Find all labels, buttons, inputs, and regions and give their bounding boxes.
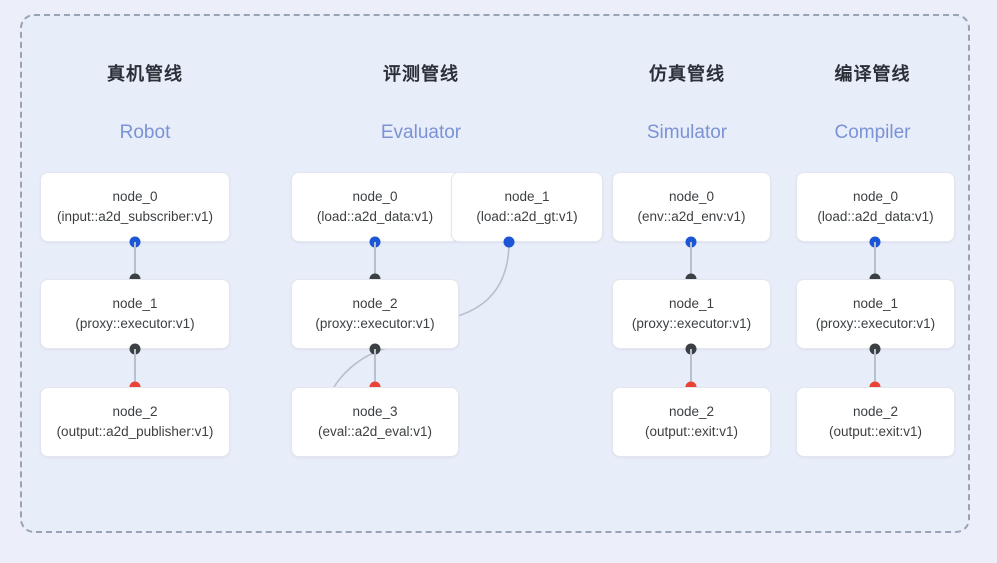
column-subtitle-evaluator-en: Evaluator [380,122,462,143]
node-name: node_0 [352,189,398,204]
node-box[interactable]: node_1 (load::a2d_gt:v1) [451,172,603,242]
node-name: node_0 [112,189,158,204]
node-box[interactable]: node_1 (proxy::executor:v1) [796,279,955,349]
node-name: node_0 [852,189,899,204]
link-line [874,349,876,387]
node-box[interactable]: node_0 (load::a2d_data:v1) [291,172,459,242]
node-spec: (env::a2d_env:v1) [637,209,746,224]
node-name: node_1 [504,189,550,204]
node-spec: (proxy::executor:v1) [815,316,936,331]
pipeline-column-compiler: 编译管线 Compiler node_0 (load::a2d_data:v1)… [775,14,970,533]
node-name: node_2 [852,404,899,419]
link-line [134,242,136,279]
node-spec: (output::exit:v1) [644,424,739,439]
node-box[interactable]: node_1 (proxy::executor:v1) [40,279,230,349]
pipeline-column-evaluator: 评测管线 Evaluator node_0 (load::a2d_data:v1… [270,14,610,533]
node-spec: (proxy::executor:v1) [315,316,435,331]
node-box[interactable]: node_1 (proxy::executor:v1) [612,279,771,349]
node-box[interactable]: node_0 (input::a2d_subscriber:v1) [40,172,230,242]
node-box[interactable]: node_3 (eval::a2d_eval:v1) [291,387,459,457]
node-name: node_0 [668,189,715,204]
node-name: node_1 [112,296,158,311]
node-spec: (input::a2d_subscriber:v1) [56,209,214,224]
node-spec: (eval::a2d_eval:v1) [317,424,433,439]
node-box[interactable]: node_0 (env::a2d_env:v1) [612,172,771,242]
node-spec: (output::exit:v1) [828,424,923,439]
pipeline-columns: 真机管线 Robot node_0 (input::a2d_subscriber… [20,14,970,533]
pipeline-column-simulator: 仿真管线 Simulator node_0 (env::a2d_env:v1) … [592,14,782,533]
node-spec: (load::a2d_data:v1) [817,209,934,224]
node-name: node_2 [668,404,715,419]
node-spec: (load::a2d_data:v1) [316,209,434,224]
node-name: node_2 [112,404,158,419]
node-spec: (proxy::executor:v1) [75,316,195,331]
node-name: node_2 [352,296,398,311]
column-title-simulator-zh: 仿真管线 [649,64,725,84]
column-title-robot-zh: 真机管线 [107,64,183,84]
node-name: node_1 [852,296,899,311]
link-line [874,242,876,279]
column-subtitle-simulator-en: Simulator [646,122,728,143]
column-subtitle-compiler-en: Compiler [834,122,911,143]
node-box[interactable]: node_2 (proxy::executor:v1) [291,279,459,349]
node-box[interactable]: node_2 (output::a2d_publisher:v1) [40,387,230,457]
node-name: node_1 [668,296,715,311]
node-name: node_3 [352,404,398,419]
column-title-compiler-zh: 编译管线 [834,64,911,84]
port-output-blue[interactable] [503,236,515,248]
column-title-evaluator-zh: 评测管线 [383,64,459,84]
node-spec: (proxy::executor:v1) [631,316,752,331]
link-line [134,349,136,387]
node-box[interactable]: node_0 (load::a2d_data:v1) [796,172,955,242]
node-box[interactable]: node_2 (output::exit:v1) [796,387,955,457]
link-line [690,349,692,387]
link-line [374,242,376,279]
pipeline-column-robot: 真机管线 Robot node_0 (input::a2d_subscriber… [20,14,270,533]
column-subtitle-robot-en: Robot [119,122,171,143]
link-line [690,242,692,279]
node-spec: (output::a2d_publisher:v1) [56,424,214,439]
link-line [374,349,376,387]
node-box[interactable]: node_2 (output::exit:v1) [612,387,771,457]
node-spec: (load::a2d_gt:v1) [476,209,578,224]
